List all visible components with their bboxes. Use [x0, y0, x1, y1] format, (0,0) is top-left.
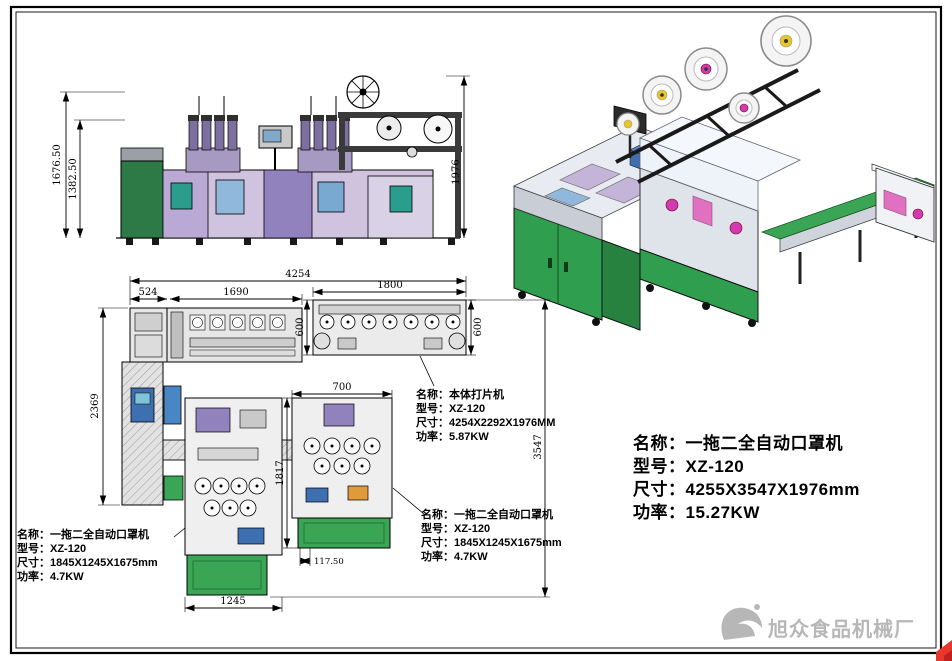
dim-label-plan-offset: 117.50 [314, 557, 344, 567]
dim-plan-depth-1817: 1817 [275, 397, 298, 549]
dim-label-plan-seg1: 524 [138, 287, 157, 298]
iso-green-cabinet-mid [601, 239, 641, 331]
dim-plan-width-1690: 1690 [170, 287, 303, 305]
dim-front-height-1676: 1676.50 [52, 91, 125, 238]
dim-label-plan-total-width: 4254 [285, 269, 310, 280]
iso-film-spools [616, 15, 812, 136]
plan-view: 4254 524 1690 1800 600 600 [90, 269, 550, 612]
drawing-border [9, 5, 943, 655]
dim-label-plan-seg3: 1800 [377, 280, 402, 291]
dim-plan-width-1800: 1800 [312, 280, 466, 297]
annotation-line-name: 名称：一拖二全自动口罩机 [17, 529, 149, 541]
annotation-line-size: 尺寸：4255X3547X1976mm [633, 480, 860, 499]
annotation-line-size: 尺寸：1845X1245X1675mm [17, 557, 158, 569]
machine-feet [126, 238, 455, 245]
dim-front-height-1382: 1382.50 [68, 119, 125, 238]
annotation-line-model: 型号：XZ-120 [633, 457, 745, 476]
iso-green-base-center [639, 248, 759, 323]
annotation-mask-machine-right: 名称：一拖二全自动口罩机 型号：XZ-120 尺寸：1845X1245X1675… [421, 508, 562, 564]
annotation-line-power: 功率：15.27KW [633, 503, 760, 522]
dim-label-plan-total-depth: 3547 [533, 434, 544, 459]
dim-label-plan-machine2-depth: 1817 [275, 460, 286, 485]
iso-pink-module [692, 195, 713, 227]
dim-plan-width-524: 524 [130, 287, 167, 303]
iso-tray [544, 187, 591, 207]
dim-label-plan-machine1-width: 1245 [220, 596, 245, 607]
annotation-line-power: 功率：4.7KW [421, 551, 488, 563]
annotation-line-model: 型号：XZ-120 [421, 523, 491, 535]
annotation-overall-machine: 名称：一拖二全自动口罩机 型号：XZ-120 尺寸：4255X3547X1976… [633, 432, 860, 524]
annotation-line-name: 名称：一拖二全自动口罩机 [633, 434, 843, 453]
film-spool-rack [338, 75, 462, 238]
control-panel [258, 125, 293, 170]
dim-label-front-mid-height: 1382.50 [68, 158, 79, 199]
annotation-line-name: 名称：一拖二全自动口罩机 [421, 509, 553, 521]
annotation-line-power: 功率：4.7KW [17, 571, 84, 583]
dim-plan-width-1245: 1245 [184, 596, 283, 612]
annotation-punching-machine: 名称：本体打片机 型号：XZ-120 尺寸：4254X2292X1976MM 功… [416, 388, 555, 444]
plan-green-base-2 [297, 517, 391, 549]
dim-plan-depth-3547: 3547 [270, 299, 550, 598]
green-cabinet [120, 160, 164, 239]
spoked-wheel [346, 75, 380, 109]
iso-casters [518, 284, 756, 327]
iso-tray [559, 163, 621, 191]
dim-plan-offset-117: 117.50 [299, 548, 344, 567]
dim-plan-depth-600-left: 600 [295, 299, 313, 356]
dim-label-front-total-height: 1676.50 [52, 144, 63, 185]
plan-punching-machine [312, 299, 467, 356]
annotation-line-size: 尺寸：4254X2292X1976MM [416, 417, 556, 429]
iso-pink-panel [883, 189, 907, 217]
dim-label-plan-depth-left: 600 [295, 317, 306, 336]
annotation-line-model: 型号：XZ-120 [17, 543, 87, 555]
front-elevation-view: 1676.50 1382.50 1976 [52, 75, 470, 245]
annotation-mask-machine-left: 名称：一拖二全自动口罩机 型号：XZ-120 尺寸：1845X1245X1675… [17, 528, 158, 584]
dim-label-plan-conveyor-length: 2369 [90, 393, 101, 418]
dim-label-plan-depth-right: 600 [473, 317, 484, 336]
leader-mask-left-annotation [173, 527, 186, 538]
plan-green-base-1 [186, 554, 268, 596]
annotation-line-power: 功率：5.87KW [416, 431, 489, 443]
watermark: 旭众食品机械厂 [721, 604, 915, 641]
plan-mask-machine-2 [291, 397, 393, 549]
dim-plan-depth-600-right: 600 [466, 299, 484, 356]
dim-label-plan-machine2-width: 700 [332, 382, 351, 393]
corner-red-mark [936, 640, 952, 661]
leader-mask-right-annotation [392, 487, 425, 515]
annotation-line-name: 名称：本体打片机 [416, 389, 504, 401]
annotation-line-size: 尺寸：1845X1245X1675mm [421, 537, 562, 549]
leader-punching-annotation [419, 355, 435, 387]
dim-front-height-1976: 1976 [446, 75, 470, 238]
machine-body [120, 147, 434, 239]
dim-plan-length-2369: 2369 [90, 307, 128, 506]
annotation-line-model: 型号：XZ-120 [416, 403, 486, 415]
welder-tower-left [185, 96, 241, 173]
guide-roller [406, 146, 418, 158]
dim-label-front-overall-height: 1976 [451, 159, 462, 184]
dim-plan-width-700: 700 [291, 382, 393, 398]
dim-label-plan-seg2: 1690 [223, 287, 248, 298]
watermark-logo-icon [721, 607, 762, 640]
watermark-text: 旭众食品机械厂 [767, 617, 915, 641]
isometric-view [512, 15, 936, 331]
iso-spool-rack [615, 68, 821, 184]
plan-feeder [129, 307, 303, 363]
plan-mask-machine-1 [184, 397, 283, 596]
